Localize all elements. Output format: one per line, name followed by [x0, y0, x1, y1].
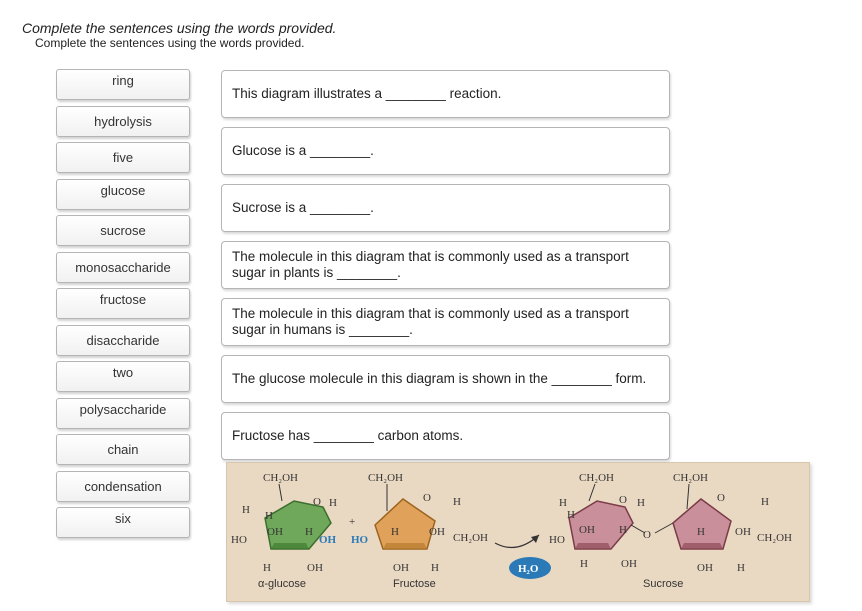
- sucrose-h-label: H: [580, 558, 588, 570]
- fructose-ch2oh-label: CH₂OH: [453, 532, 488, 544]
- glucose-h-label: H: [265, 510, 273, 522]
- fructose-molecule: CH₂OH O H HO H OH CH₂OH OH H Fructose: [351, 472, 488, 590]
- glucose-h-label: H: [242, 504, 250, 516]
- sentence-text: The molecule in this diagram that is com…: [232, 306, 629, 337]
- fructose-h-label: H: [453, 496, 461, 508]
- glucose-ho-label: HO: [231, 534, 247, 546]
- sucrose-fructose-ring: [672, 498, 732, 550]
- glucose-c1-oh-label: OH: [319, 534, 337, 546]
- sentence-drop-target-1[interactable]: This diagram illustrates a ________ reac…: [221, 70, 670, 118]
- sucrose-ch2oh-label: CH₂OH: [757, 532, 792, 544]
- glucose-oh-label: OH: [267, 526, 283, 538]
- sentence-drop-target-3[interactable]: Sucrose is a ________.: [221, 184, 670, 232]
- word-tile-polysaccharide[interactable]: polysaccharide: [56, 398, 190, 429]
- word-tile-condensation[interactable]: condensation: [56, 471, 190, 502]
- fructose-ch2oh-label: CH₂OH: [368, 472, 403, 484]
- fructose-h-label: H: [431, 562, 439, 574]
- sentence-text: The molecule in this diagram that is com…: [232, 249, 629, 280]
- sucrose-h-label: H: [567, 509, 575, 521]
- word-tile-five[interactable]: five: [56, 142, 190, 173]
- sucrose-oh-label: OH: [621, 558, 637, 570]
- sentence-drop-target-2[interactable]: Glucose is a ________.: [221, 127, 670, 175]
- sucrose-oh-label: OH: [735, 526, 751, 538]
- fructose-h-label: H: [391, 526, 399, 538]
- instructions-subheading: Complete the sentences using the words p…: [35, 36, 305, 50]
- word-tile-label: monosaccharide: [75, 260, 171, 275]
- water-badge: [509, 557, 551, 579]
- reaction-figure: CH₂OH O H H H OH H HO OH H OH α-glucose …: [231, 472, 792, 590]
- sucrose-ring-oxygen: O: [619, 494, 627, 506]
- sucrose-ho-label: HO: [549, 534, 565, 546]
- sucrose-molecule: CH₂OH O H H H OH H HO H OH O CH₂OH O H H…: [549, 472, 792, 590]
- sucrose-ring-oxygen: O: [717, 492, 725, 504]
- word-tile-label: two: [112, 365, 134, 380]
- sentence-drop-target-5[interactable]: The molecule in this diagram that is com…: [221, 298, 670, 346]
- sucrose-h-label: H: [619, 524, 627, 536]
- fructose-oh-label: OH: [429, 526, 445, 538]
- word-tile-label: polysaccharide: [79, 402, 167, 417]
- sucrose-condensation-diagram: CH₂OH O H H H OH H HO OH H OH α-glucose …: [226, 462, 810, 602]
- word-tile-glucose[interactable]: glucose: [56, 179, 190, 210]
- sucrose-h-label: H: [697, 526, 705, 538]
- word-tile-label: six: [115, 511, 131, 526]
- word-tile-disaccharide[interactable]: disaccharide: [56, 325, 190, 356]
- plus-sign: +: [349, 516, 355, 528]
- fructose-ho-label: HO: [351, 534, 369, 546]
- word-tile-label: fructose: [99, 292, 147, 307]
- glucose-ch2oh-label: CH₂OH: [263, 472, 298, 484]
- glycosidic-oxygen: O: [643, 529, 651, 541]
- instructions-heading: Complete the sentences using the words p…: [22, 20, 337, 36]
- glucose-h-label: H: [305, 526, 313, 538]
- fructose-ring-oxygen: O: [423, 492, 431, 504]
- glucose-h-label: H: [329, 497, 337, 509]
- sentence-text: Fructose has ________ carbon atoms.: [232, 428, 464, 443]
- fructose-oh-label: OH: [393, 562, 409, 574]
- sentence-text: Sucrose is a ________.: [232, 200, 374, 215]
- sucrose-h-label: H: [761, 496, 769, 508]
- word-tile-hydrolysis[interactable]: hydrolysis: [56, 106, 190, 137]
- word-tile-ring[interactable]: ring: [56, 69, 190, 100]
- word-tile-label: glucose: [100, 183, 146, 198]
- sucrose-h-label: H: [637, 497, 645, 509]
- word-tile-two[interactable]: two: [56, 361, 190, 392]
- sucrose-caption: Sucrose: [643, 578, 683, 590]
- sucrose-h-label: H: [737, 562, 745, 574]
- water-label: H₂O: [518, 563, 539, 575]
- sentence-text: Glucose is a ________.: [232, 143, 374, 158]
- word-tile-label: sucrose: [100, 223, 146, 238]
- fructose-caption: Fructose: [393, 578, 436, 590]
- word-tile-label: five: [112, 150, 134, 165]
- word-tile-label: condensation: [84, 479, 162, 494]
- glucose-oh-label: OH: [307, 562, 323, 574]
- glucose-caption: α-glucose: [258, 578, 306, 590]
- sucrose-ch2oh-label: CH₂OH: [673, 472, 708, 484]
- reaction-arrow: H₂O: [494, 534, 551, 579]
- glucose-molecule: CH₂OH O H H H OH H HO OH H OH α-glucose: [231, 472, 337, 590]
- word-tile-chain[interactable]: chain: [56, 434, 190, 465]
- sucrose-ch2oh-label: CH₂OH: [579, 472, 614, 484]
- word-tile-monosaccharide[interactable]: monosaccharide: [56, 252, 190, 283]
- word-tile-fructose[interactable]: fructose: [56, 288, 190, 319]
- glucose-ring-oxygen: O: [313, 496, 321, 508]
- word-tile-sucrose[interactable]: sucrose: [56, 215, 190, 246]
- sentence-drop-target-4[interactable]: The molecule in this diagram that is com…: [221, 241, 670, 289]
- sentence-text: This diagram illustrates a ________ reac…: [232, 86, 502, 101]
- sentence-text: The glucose molecule in this diagram is …: [232, 371, 647, 386]
- glucose-h-label: H: [263, 562, 271, 574]
- word-tile-label: chain: [107, 442, 139, 457]
- sentence-drop-target-7[interactable]: Fructose has ________ carbon atoms.: [221, 412, 670, 460]
- sucrose-oh-label: OH: [697, 562, 713, 574]
- word-tile-label: hydrolysis: [94, 114, 152, 129]
- word-tile-six[interactable]: six: [56, 507, 190, 538]
- word-tile-label: disaccharide: [86, 333, 160, 348]
- sucrose-oh-label: OH: [579, 524, 595, 536]
- sucrose-h-label: H: [559, 497, 567, 509]
- fructose-ring: [374, 498, 436, 550]
- word-tile-label: ring: [112, 73, 134, 88]
- sentence-drop-target-6[interactable]: The glucose molecule in this diagram is …: [221, 355, 670, 403]
